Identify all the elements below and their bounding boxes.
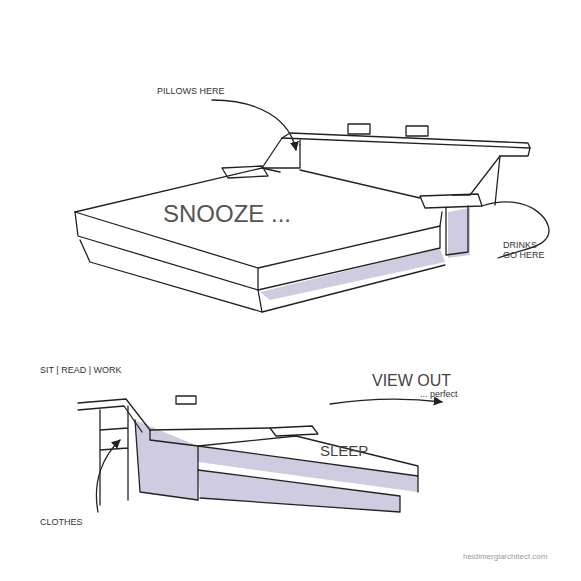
callout-label: PILLOWS HERE xyxy=(157,86,225,96)
watermark: heidimerglarchitect.com xyxy=(463,552,547,561)
surface-label: SNOOZE ... xyxy=(163,200,291,228)
callout-label: DRINKS GO HERE xyxy=(503,240,551,261)
callout-label: CLOTHES xyxy=(40,517,83,527)
callout-label: SIT | READ | WORK xyxy=(40,365,122,375)
view-label: VIEW OUT xyxy=(372,372,451,390)
surface-label: SLEEP xyxy=(320,442,368,459)
note-label: ... perfect xyxy=(420,389,458,399)
